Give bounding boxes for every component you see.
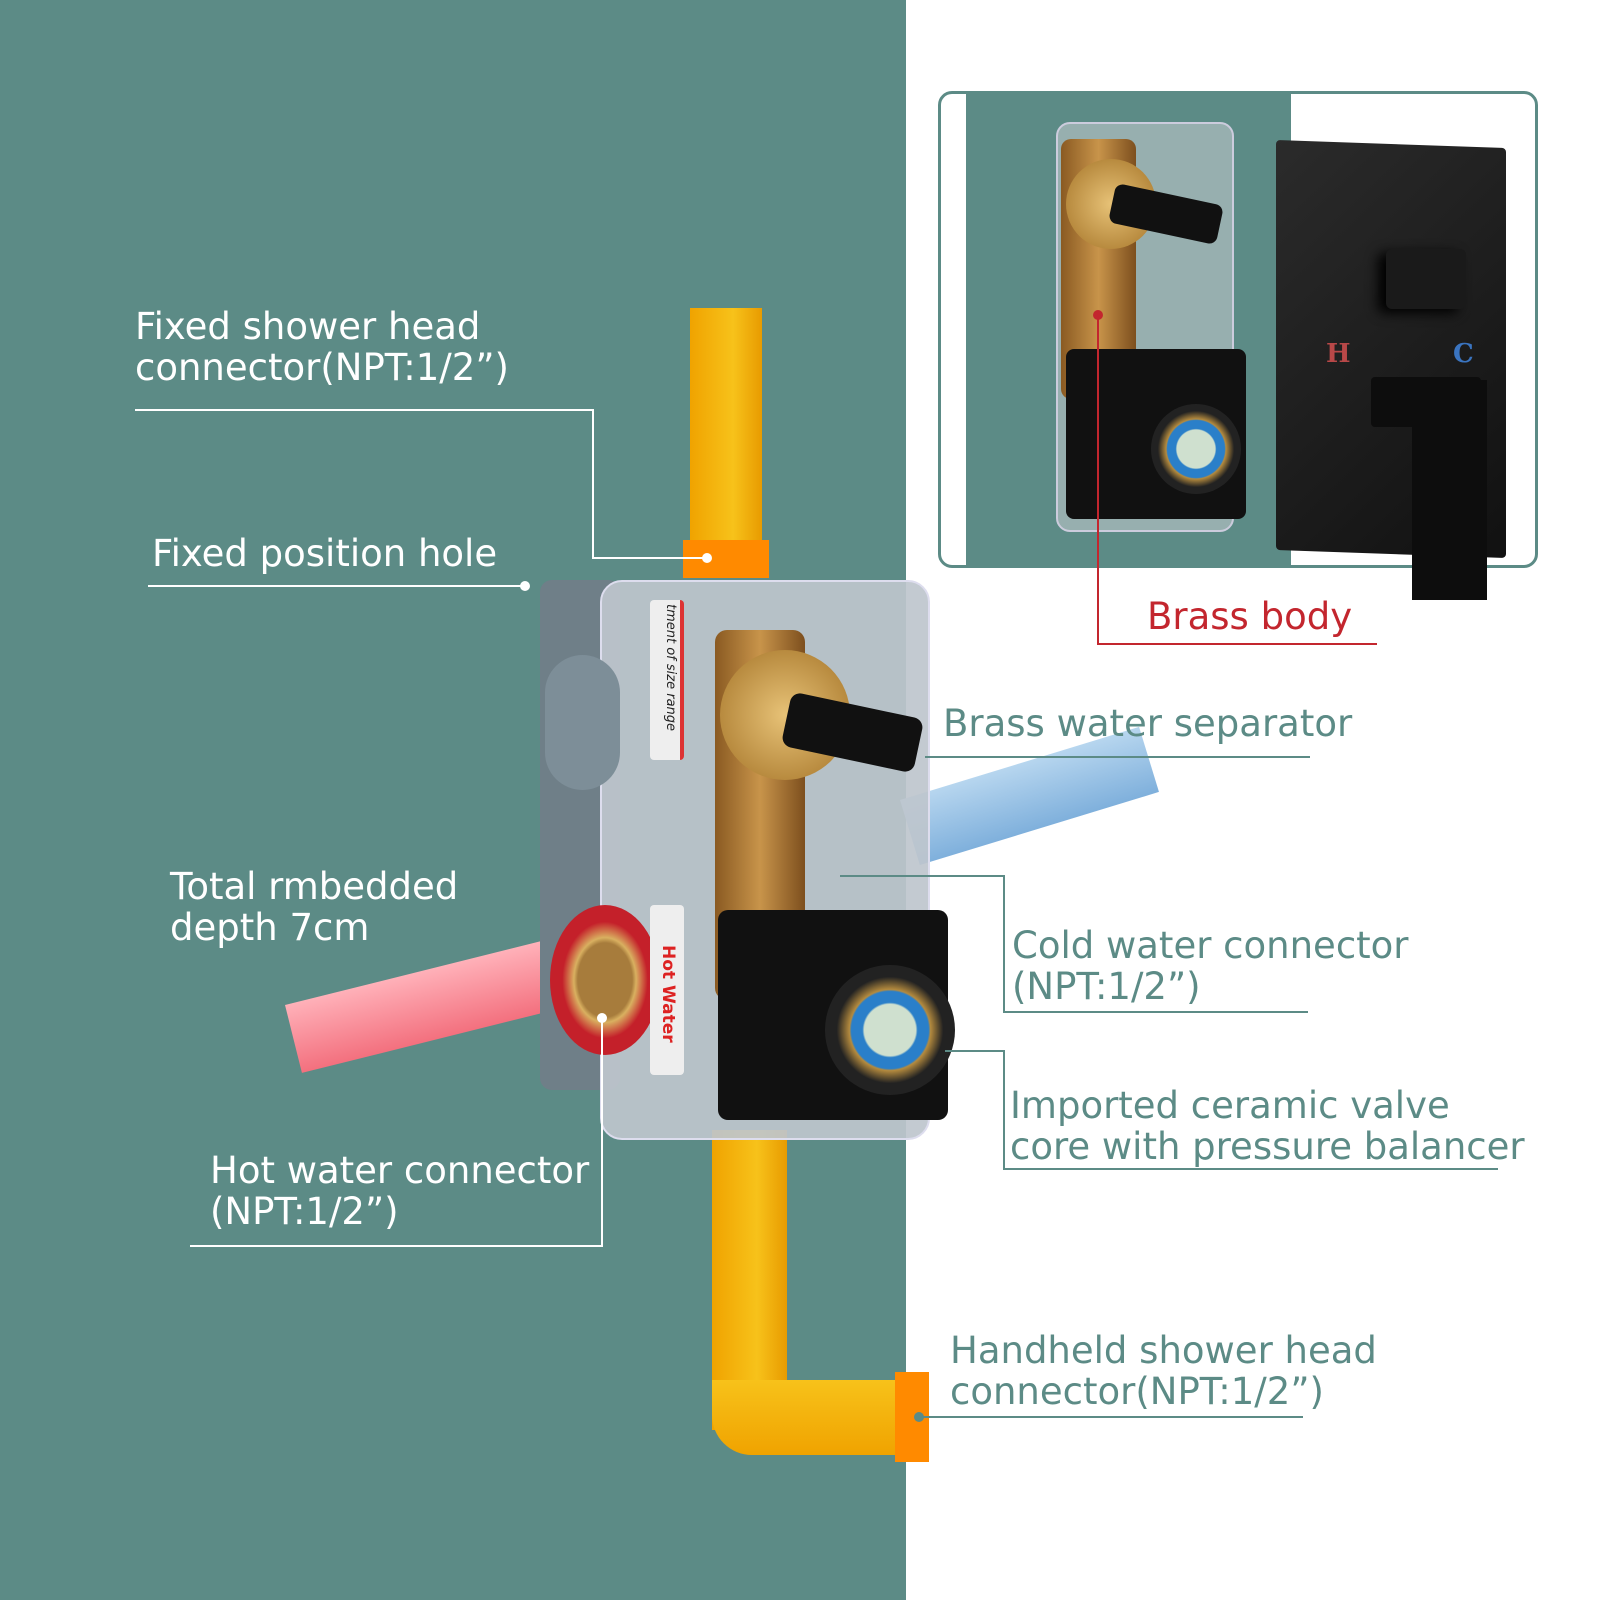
inset-frame: H C <box>938 91 1538 568</box>
inset-cartridge <box>1151 404 1241 494</box>
leader-hot <box>190 1245 603 1247</box>
sticker-size-range-text: tment of size range <box>663 604 678 732</box>
bottom-elbow <box>712 1380 902 1455</box>
hot-label-line1: Hot water connector <box>210 1149 590 1192</box>
side-cap <box>545 655 620 790</box>
top-yellow-pipe <box>690 308 762 558</box>
cold-connector-label: Cold water connector (NPT:1/2”) <box>1012 925 1409 1007</box>
hot-connector-label: Hot water connector (NPT:1/2”) <box>210 1150 589 1232</box>
ceramic-label-line2: core with pressure balancer <box>1010 1125 1525 1168</box>
sticker-size-range: tment of size range <box>650 600 684 760</box>
hot-inlet-ring <box>550 905 660 1055</box>
ceramic-valve-label: Imported ceramic valve core with pressur… <box>1010 1085 1525 1167</box>
leader-cold <box>840 875 1005 877</box>
fixed-shower-label-line2: connector(NPT:1/2”) <box>135 346 509 389</box>
cold-label-line1: Cold water connector <box>1012 924 1409 967</box>
leader-brass-body-v <box>1097 315 1099 645</box>
marker-fixed-hole <box>520 581 530 591</box>
marker-handheld <box>914 1412 924 1422</box>
ceramic-label-line1: Imported ceramic valve <box>1010 1084 1450 1127</box>
handheld-label-line2: connector(NPT:1/2”) <box>950 1370 1324 1413</box>
fixed-shower-label: Fixed shower head connector(NPT:1/2”) <box>135 306 509 388</box>
marker-brass-body <box>1093 310 1103 320</box>
leader-ceramic-h2 <box>1003 1168 1498 1170</box>
depth-label-line1: Total rmbedded <box>170 865 459 908</box>
marker-hot <box>597 1013 607 1023</box>
hot-label-line2: (NPT:1/2”) <box>210 1190 399 1233</box>
leader-fixed-shower <box>135 409 594 411</box>
leader-cold-h2 <box>1003 1011 1308 1013</box>
separator-label: Brass water separator <box>943 702 1353 745</box>
leader-ceramic <box>945 1050 1005 1052</box>
leader-fixed-shower-v <box>592 409 594 559</box>
fixed-shower-label-line1: Fixed shower head <box>135 305 481 348</box>
sticker-hot-water-text: Hot Water <box>658 945 678 1043</box>
leader-separator <box>925 756 1310 758</box>
cold-label-line2: (NPT:1/2”) <box>1012 965 1201 1008</box>
leader-hot-v <box>601 1020 603 1247</box>
cold-blue-pipe <box>900 726 1159 866</box>
brass-body-label: Brass body <box>1147 595 1353 638</box>
plate-c-label: C <box>1453 339 1474 369</box>
fixed-hole-label: Fixed position hole <box>152 532 498 575</box>
leader-brass-body <box>1097 643 1377 645</box>
lever-blade <box>1412 380 1487 600</box>
marker-fixed-shower <box>702 553 712 563</box>
leader-fixed-shower-h2 <box>592 557 707 559</box>
handheld-label: Handheld shower head connector(NPT:1/2”) <box>950 1330 1377 1412</box>
depth-label-line2: depth 7cm <box>170 906 370 949</box>
top-orange-fitting <box>683 540 769 578</box>
depth-label: Total rmbedded depth 7cm <box>170 866 458 948</box>
diverter-knob <box>1386 249 1466 309</box>
plate-h-label: H <box>1326 339 1351 369</box>
leader-handheld <box>918 1416 1303 1418</box>
leader-ceramic-v <box>1003 1050 1005 1170</box>
ceramic-cartridge <box>825 965 955 1095</box>
leader-fixed-hole <box>148 585 526 587</box>
leader-cold-v <box>1003 875 1005 1013</box>
handheld-label-line1: Handheld shower head <box>950 1329 1377 1372</box>
sticker-hot-water: Hot Water <box>650 905 684 1075</box>
